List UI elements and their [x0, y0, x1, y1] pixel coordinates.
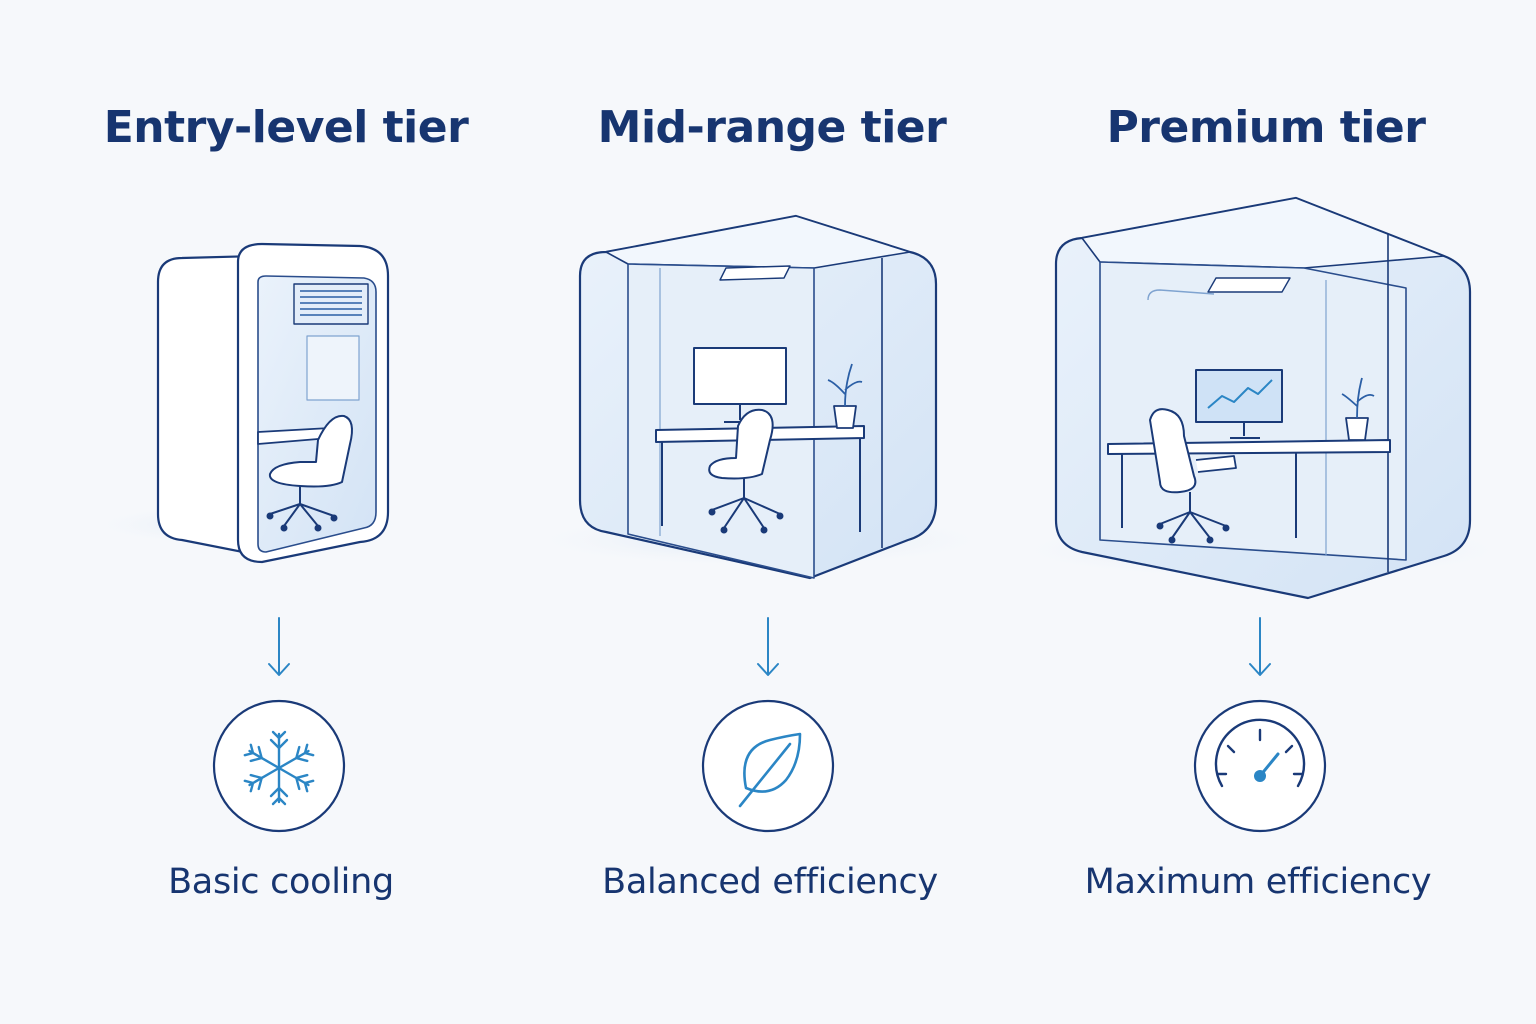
mid-range-pod-illustration — [520, 214, 1000, 580]
down-arrow-icon — [757, 617, 779, 676]
down-arrow-icon — [1249, 617, 1271, 676]
gauge-icon — [1193, 699, 1327, 833]
entry-level-pod-illustration — [85, 242, 415, 564]
tier-label-balanced-efficiency: Balanced efficiency — [602, 862, 938, 902]
leaf-icon — [701, 699, 835, 833]
tier-title-mid: Mid-range tier — [597, 102, 947, 153]
snowflake-icon — [212, 699, 346, 833]
tier-label-maximum-efficiency: Maximum efficiency — [1084, 862, 1432, 902]
tier-title-premium: Premium tier — [1106, 102, 1426, 153]
tier-title-entry: Entry-level tier — [103, 102, 469, 153]
down-arrow-icon — [268, 617, 290, 676]
premium-pod-illustration — [1002, 196, 1522, 600]
tier-label-basic-cooling: Basic cooling — [168, 862, 394, 902]
